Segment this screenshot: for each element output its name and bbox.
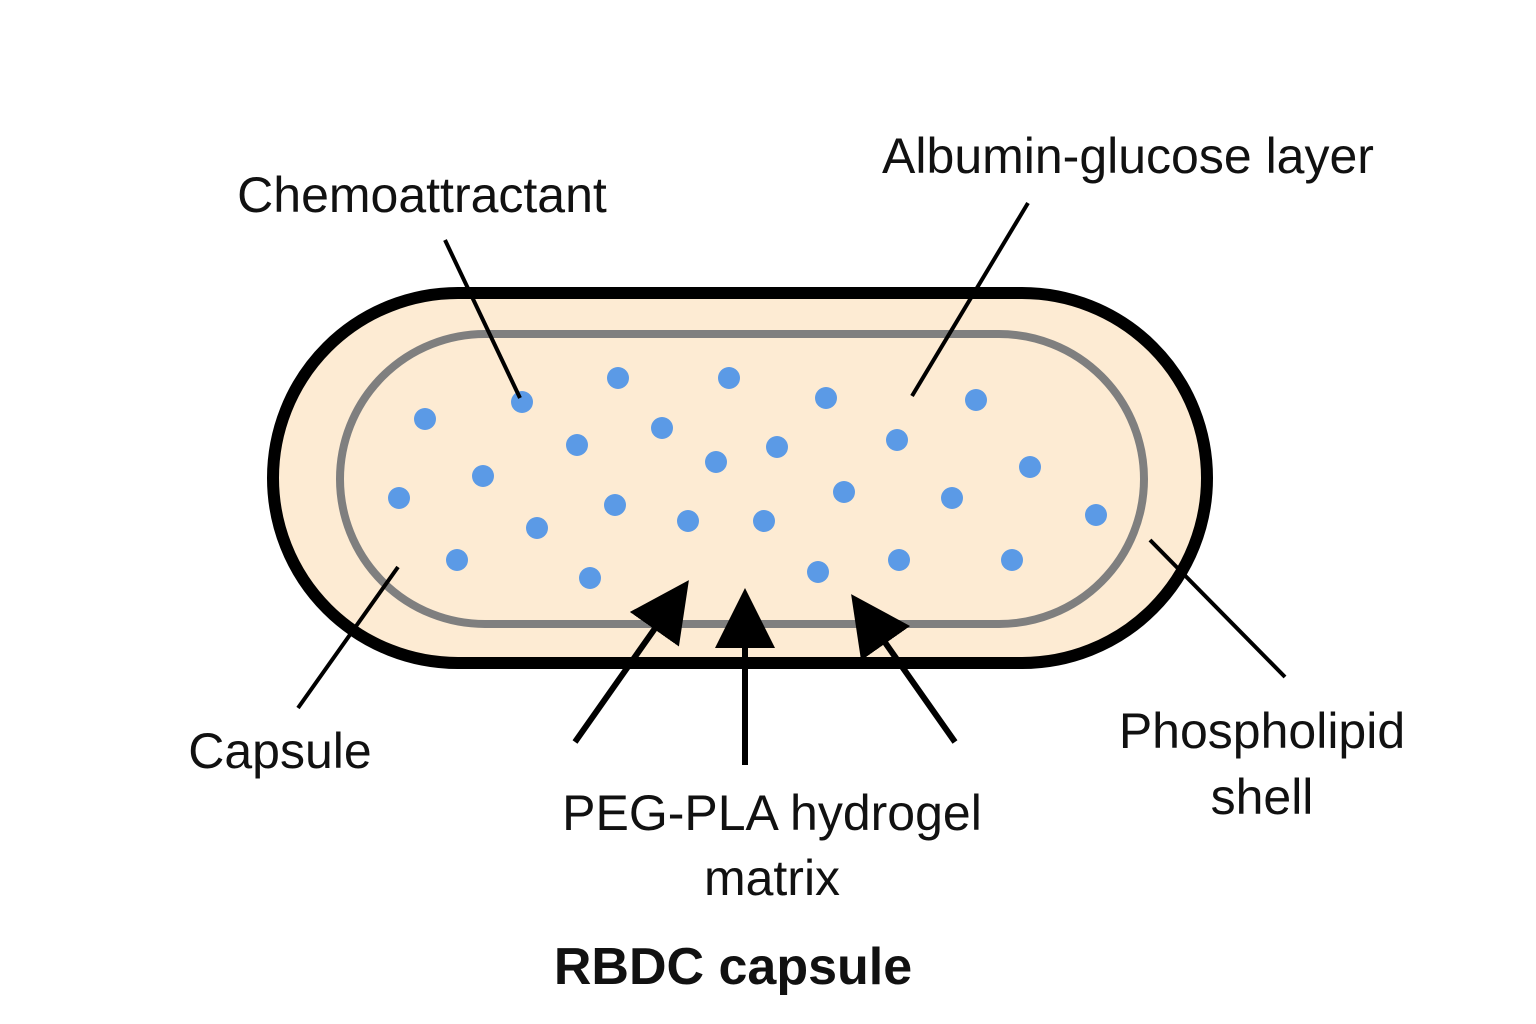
chemoattractant-particle bbox=[1019, 456, 1041, 478]
chemoattractant-particles bbox=[388, 367, 1107, 589]
chemoattractant-leader-line bbox=[443, 239, 522, 399]
chemoattractant-particle bbox=[941, 487, 963, 509]
phospholipid-shell bbox=[267, 287, 1213, 669]
hydrogel-arrow-left bbox=[572, 580, 689, 744]
chemoattractant-particle bbox=[472, 465, 494, 487]
chemoattractant-label: Chemoattractant bbox=[237, 167, 607, 223]
phospholipid-shell-label-line1: Phospholipid bbox=[1119, 703, 1405, 759]
phospholipid-shell-label-line2: shell bbox=[1211, 769, 1314, 825]
hydrogel-arrow-right bbox=[851, 594, 958, 744]
chemoattractant-particle bbox=[607, 367, 629, 389]
phospholipid-leader-line bbox=[1148, 538, 1287, 679]
diagram-title: RBDC capsule bbox=[554, 938, 912, 996]
chemoattractant-particle bbox=[705, 451, 727, 473]
chemoattractant-particle bbox=[511, 391, 533, 413]
chemoattractant-particle bbox=[526, 517, 548, 539]
chemoattractant-particle bbox=[579, 567, 601, 589]
chemoattractant-particle bbox=[833, 481, 855, 503]
albumin-glucose-leader-line bbox=[910, 201, 1030, 398]
chemoattractant-particle bbox=[446, 549, 468, 571]
chemoattractant-particle bbox=[566, 434, 588, 456]
chemoattractant-particle bbox=[677, 510, 699, 532]
chemoattractant-particle bbox=[815, 387, 837, 409]
chemoattractant-particle bbox=[753, 510, 775, 532]
chemoattractant-particle bbox=[886, 429, 908, 451]
chemoattractant-particle bbox=[651, 417, 673, 439]
chemoattractant-particle bbox=[388, 487, 410, 509]
chemoattractant-particle bbox=[888, 549, 910, 571]
capsule-leader-line bbox=[296, 565, 400, 710]
hydrogel-matrix-label-line1: PEG-PLA hydrogel bbox=[562, 785, 982, 841]
hydrogel-matrix-label-line2: matrix bbox=[704, 850, 840, 906]
chemoattractant-particle bbox=[965, 389, 987, 411]
chemoattractant-particle bbox=[1085, 504, 1107, 526]
chemoattractant-particle bbox=[807, 561, 829, 583]
chemoattractant-particle bbox=[604, 494, 626, 516]
albumin-glucose-layer-label: Albumin-glucose layer bbox=[882, 128, 1374, 184]
chemoattractant-particle bbox=[718, 367, 740, 389]
chemoattractant-particle bbox=[766, 436, 788, 458]
chemoattractant-particle bbox=[1001, 549, 1023, 571]
capsule-label: Capsule bbox=[188, 723, 371, 779]
chemoattractant-particle bbox=[414, 408, 436, 430]
